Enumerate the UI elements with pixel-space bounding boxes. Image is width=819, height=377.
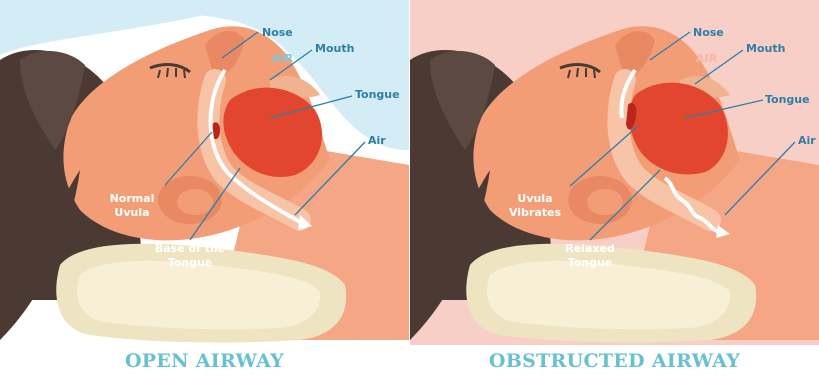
label-nose: Nose	[693, 26, 724, 39]
label-tongue: Tongue	[355, 88, 400, 101]
label-air-inside: AIR	[696, 52, 718, 65]
label-tongue: Tongue	[765, 93, 810, 106]
open-airway-title: OPEN AIRWAY	[0, 350, 409, 372]
label-relaxed-tongue-line2: Tongue	[568, 256, 613, 269]
open-airway-panel: Nose AIR Mouth Tongue Air Normal Uvula B…	[0, 0, 409, 345]
label-nose: Nose	[262, 26, 293, 39]
label-mouth: Mouth	[315, 42, 354, 55]
label-air-inside: AIR	[272, 52, 294, 65]
label-uvula-line1: Normal	[110, 192, 155, 205]
label-mouth: Mouth	[746, 42, 785, 55]
label-tongue-base-line2: Tongue	[168, 256, 213, 269]
label-relaxed-tongue-line1: Relaxed	[565, 242, 615, 255]
obstructed-airway-panel: Nose AIR Mouth Tongue Air Uvula Vibrates…	[410, 0, 819, 345]
label-uvula-line2: Vibrates	[509, 206, 562, 219]
label-tongue-base-line1: Base of the	[155, 242, 225, 255]
label-air-outside: Air	[368, 134, 386, 147]
obstructed-airway-title: OBSTRUCTED AIRWAY	[410, 350, 819, 372]
label-air-outside: Air	[798, 134, 816, 147]
label-uvula-line2: Uvula	[114, 206, 149, 219]
label-uvula-line1: Uvula	[517, 192, 552, 205]
